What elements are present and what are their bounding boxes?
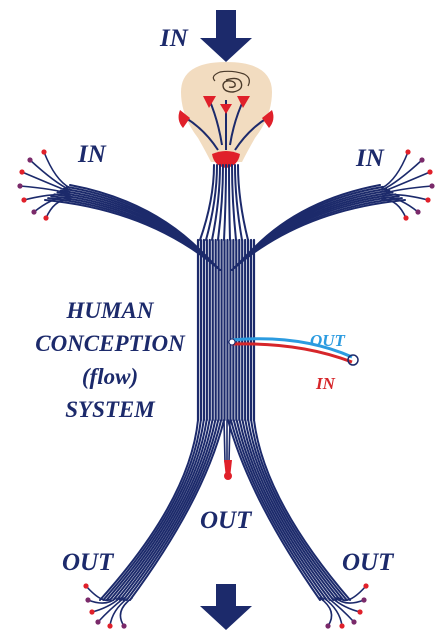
right-toe-dot [363, 583, 368, 588]
left-fingertip-dot [19, 169, 24, 174]
neck-fiber [206, 165, 217, 240]
right-toe-dot [325, 623, 330, 628]
title-line-2: CONCEPTION [35, 331, 186, 356]
system-title: HUMAN CONCEPTION (flow) SYSTEM [35, 298, 186, 422]
right-toe-dot [339, 623, 344, 628]
right-fingertip-dot [425, 197, 430, 202]
left-fingertip-dot [17, 183, 22, 188]
neck-fiber [200, 165, 214, 240]
left-fingertip-dot [21, 197, 26, 202]
right-fingertip-dot [419, 157, 424, 162]
neck-fiber [229, 165, 230, 240]
neck-fiber [224, 165, 226, 240]
left-toe-dot [89, 609, 94, 614]
label-out-center: OUT [200, 507, 253, 534]
left-toe-dot [95, 619, 100, 624]
left-toe-dot [107, 623, 112, 628]
title-line-1: HUMAN [66, 298, 155, 323]
left-toe-dot [83, 583, 88, 588]
label-mini-in: IN [315, 374, 336, 393]
right-toe-dot [361, 597, 366, 602]
left-fingertip-dot [41, 149, 46, 154]
label-in-right: IN [355, 145, 385, 172]
label-in-top: IN [159, 25, 189, 52]
left-toe-dot [121, 623, 126, 628]
right-fingertip-dot [405, 149, 410, 154]
label-out-right: OUT [342, 549, 395, 576]
left-toe-dot [85, 597, 90, 602]
right-toe-dot [351, 619, 356, 624]
central-fiber [229, 420, 230, 462]
title-line-4: SYSTEM [65, 397, 156, 422]
label-mini-out: OUT [310, 331, 346, 350]
right-fingertip-dot [403, 215, 408, 220]
central-fiber [224, 420, 225, 462]
left-fingertip-dot [31, 209, 36, 214]
left-fingertip-dot [27, 157, 32, 162]
right-fingertip-dot [429, 183, 434, 188]
title-line-3: (flow) [82, 364, 138, 389]
output-arrow-bottom-icon [200, 584, 252, 630]
right-toe-dot [357, 609, 362, 614]
input-arrow-top-icon [200, 10, 252, 62]
left-fingertip-dot [43, 215, 48, 220]
label-in-left: IN [77, 141, 107, 168]
head-icon [179, 62, 274, 168]
central-red-dot [224, 472, 232, 480]
right-fingertip-dot [427, 169, 432, 174]
left-leg-fiber [107, 420, 204, 600]
right-fingertip-dot [415, 209, 420, 214]
label-out-left: OUT [62, 549, 115, 576]
